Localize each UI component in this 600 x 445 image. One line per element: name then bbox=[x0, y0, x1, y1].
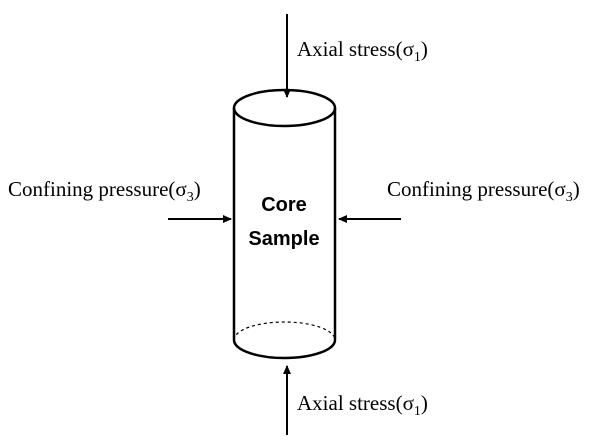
core-sample-label-line2: Sample bbox=[248, 228, 319, 250]
axial-stress-top-label: Axial stress(σ1) bbox=[297, 37, 428, 65]
cylinder-bottom-back-arc-dashed bbox=[233, 321, 336, 341]
cylinder-top-ellipse bbox=[232, 88, 337, 128]
core-sample-cylinder bbox=[232, 88, 337, 360]
cylinder-bottom-front-arc bbox=[232, 339, 337, 360]
core-sample-label-line1: Core bbox=[261, 194, 307, 216]
confining-pressure-right-label: Confining pressure(σ3) bbox=[387, 177, 580, 205]
axial-stress-bottom-label: Axial stress(σ1) bbox=[297, 391, 428, 419]
confining-pressure-left-label: Confining pressure(σ3) bbox=[8, 177, 201, 205]
